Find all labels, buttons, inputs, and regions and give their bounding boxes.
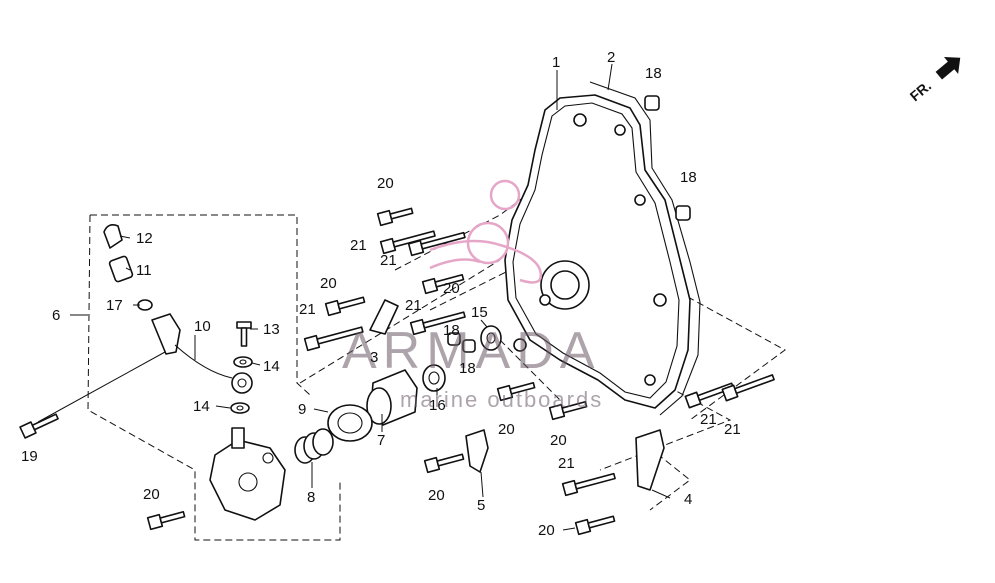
callout-20e: 20 [550, 432, 567, 449]
pump-body [209, 427, 286, 521]
callout-8: 8 [307, 489, 315, 506]
case-cover [504, 94, 691, 409]
clips-and-brackets [369, 299, 665, 491]
callout-20h: 20 [538, 522, 555, 539]
callout-21d: 21 [405, 297, 422, 314]
callout-3: 3 [370, 349, 378, 366]
callout-9: 9 [298, 401, 306, 418]
dowel-pins [447, 95, 691, 353]
seals-and-bearings [294, 325, 502, 464]
watermark-tagline: marine outboards [400, 387, 603, 412]
callout-1: 1 [552, 54, 560, 71]
oil-pipe-assembly [103, 224, 253, 394]
direction-label: FR. [907, 78, 935, 105]
callout-21g: 21 [724, 421, 741, 438]
callout-21e: 21 [558, 455, 575, 472]
callout-11: 11 [136, 262, 152, 279]
callout-18d: 18 [459, 360, 476, 377]
callout-14b: 14 [193, 398, 210, 415]
watermark-brand: ARMADA [342, 322, 600, 380]
arrow-icon [935, 57, 961, 80]
callout-20f: 20 [428, 487, 445, 504]
callout-18b: 18 [680, 169, 697, 186]
callout-20d: 20 [498, 421, 515, 438]
front-direction-indicator: FR. [907, 57, 961, 105]
callout-5: 5 [477, 497, 485, 514]
callout-20a: 20 [377, 175, 394, 192]
callout-labels: 1 2 3 4 5 6 7 8 9 10 11 12 13 14 14 15 1… [21, 49, 741, 539]
callout-21a: 21 [350, 237, 367, 254]
callout-15: 15 [471, 304, 488, 321]
callout-21c: 21 [299, 301, 316, 318]
bolts [19, 207, 775, 536]
callout-18c: 18 [443, 322, 460, 339]
callout-6: 6 [52, 307, 60, 324]
callout-16: 16 [429, 397, 446, 414]
callout-19: 19 [21, 448, 38, 465]
washers [230, 356, 253, 414]
callout-17: 17 [106, 297, 123, 314]
spring [294, 428, 334, 464]
callout-4: 4 [684, 491, 692, 508]
callout-12: 12 [136, 230, 153, 247]
callout-18a: 18 [645, 65, 662, 82]
armada-logo-mark [429, 179, 543, 284]
callout-21b: 21 [380, 252, 397, 269]
armada-watermark: ARMADA marine outboards [342, 179, 603, 412]
callout-10: 10 [194, 318, 211, 335]
callout-2: 2 [607, 49, 615, 66]
callout-20g: 20 [143, 486, 160, 503]
callout-20c: 20 [320, 275, 337, 292]
callout-13: 13 [263, 321, 280, 338]
leader-lines [37, 63, 671, 531]
callout-7: 7 [377, 432, 385, 449]
callout-14a: 14 [263, 358, 280, 375]
callout-20b: 20 [443, 280, 460, 297]
callout-21f: 21 [700, 411, 717, 428]
gasket [589, 81, 701, 416]
